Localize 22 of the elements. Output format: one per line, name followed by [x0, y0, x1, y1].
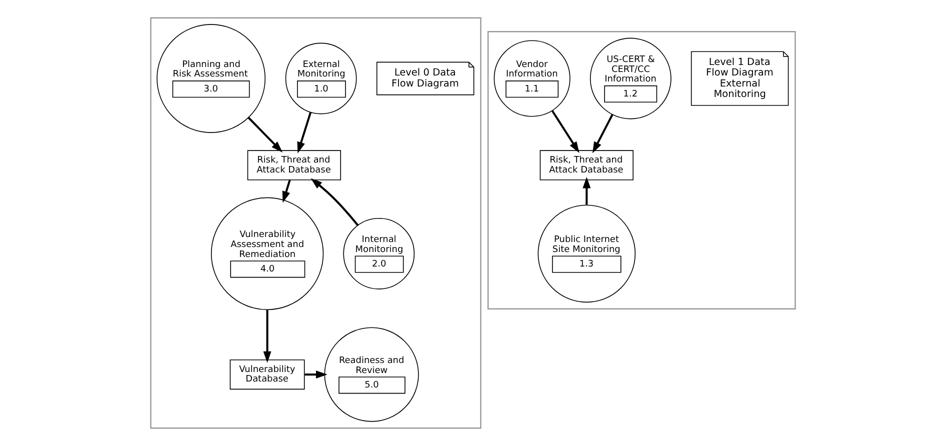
- arrow: [550, 110, 579, 153]
- arrow: [282, 180, 290, 203]
- cluster: [486, 31, 796, 310]
- cluster: [150, 17, 481, 429]
- node-circle: External Monitoring 1.0: [284, 42, 356, 114]
- node-circle: Public Internet Site Monitoring 1.3: [537, 204, 636, 303]
- arrow: [247, 116, 282, 152]
- arrow: [592, 114, 613, 154]
- node-circle: Readiness and Review 5.0: [324, 327, 418, 422]
- node-circle: Vendor Information 1.1: [493, 40, 570, 117]
- arrow: [262, 310, 271, 363]
- node-box: Risk, Threat and Attack Database: [539, 150, 633, 180]
- node-box: Risk, Threat and Attack Database: [246, 150, 341, 180]
- arrow: [296, 112, 312, 154]
- arrow: [304, 370, 327, 379]
- node-circle: Internal Monitoring 2.0: [342, 218, 414, 290]
- arrow: [310, 178, 358, 226]
- node-circle: Vulnerability Assessment and Remediation 4.0: [210, 197, 324, 310]
- arrow: [582, 176, 590, 205]
- node-circle: US-CERT & CERT/CC Information 1.2: [589, 38, 671, 120]
- node-circle: Planning and Risk Assessment 3.0: [156, 24, 266, 133]
- node-box: Vulnerability Database: [229, 359, 304, 390]
